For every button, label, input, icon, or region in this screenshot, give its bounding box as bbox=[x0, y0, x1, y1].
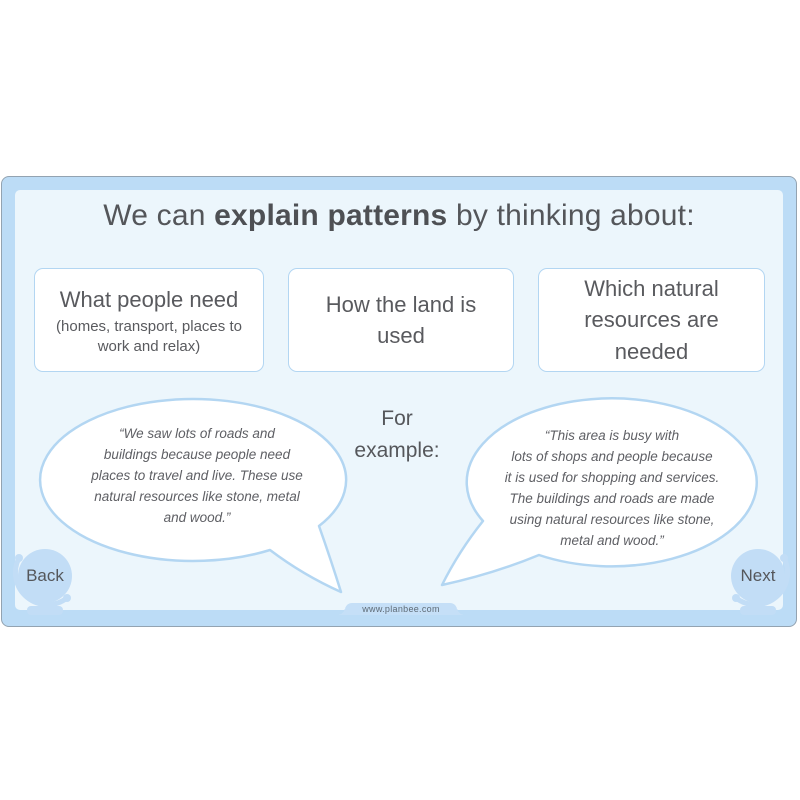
back-globe-icon[interactable] bbox=[5, 540, 85, 618]
card-main-text: What people need bbox=[59, 286, 239, 312]
card-main-text: Which natural resources are needed bbox=[584, 276, 719, 364]
for-example-label: For example: bbox=[354, 407, 440, 462]
slide: We can explain patterns by thinking abou… bbox=[1, 176, 797, 627]
next-button[interactable]: Next bbox=[740, 566, 776, 585]
speech-bubble-right bbox=[440, 397, 758, 587]
website-footer: www.planbee.com bbox=[337, 603, 465, 615]
card-sub-text: (homes, transport, places to work and re… bbox=[56, 317, 242, 355]
card-natural-resources: Which natural resources are needed bbox=[538, 268, 765, 372]
card-main-text: How the land is used bbox=[325, 291, 477, 348]
next-globe-icon[interactable] bbox=[718, 540, 798, 618]
back-button[interactable]: Back bbox=[26, 566, 64, 585]
card-how-land-used: How the land is used bbox=[288, 268, 514, 372]
title-post: by thinking about: bbox=[447, 199, 695, 232]
speech-bubble-left-text: “We saw lots of roads and buildings beca… bbox=[91, 426, 303, 525]
speech-bubble-left bbox=[38, 397, 348, 594]
card-what-people-need: What people need (homes, transport, plac… bbox=[34, 268, 264, 372]
speech-bubble-right-text: “This area is busy with lots of shops an… bbox=[504, 428, 720, 548]
slide-title: We can explain patterns by thinking abou… bbox=[2, 199, 796, 233]
title-bold: explain patterns bbox=[214, 199, 448, 232]
title-pre: We can bbox=[103, 199, 215, 232]
